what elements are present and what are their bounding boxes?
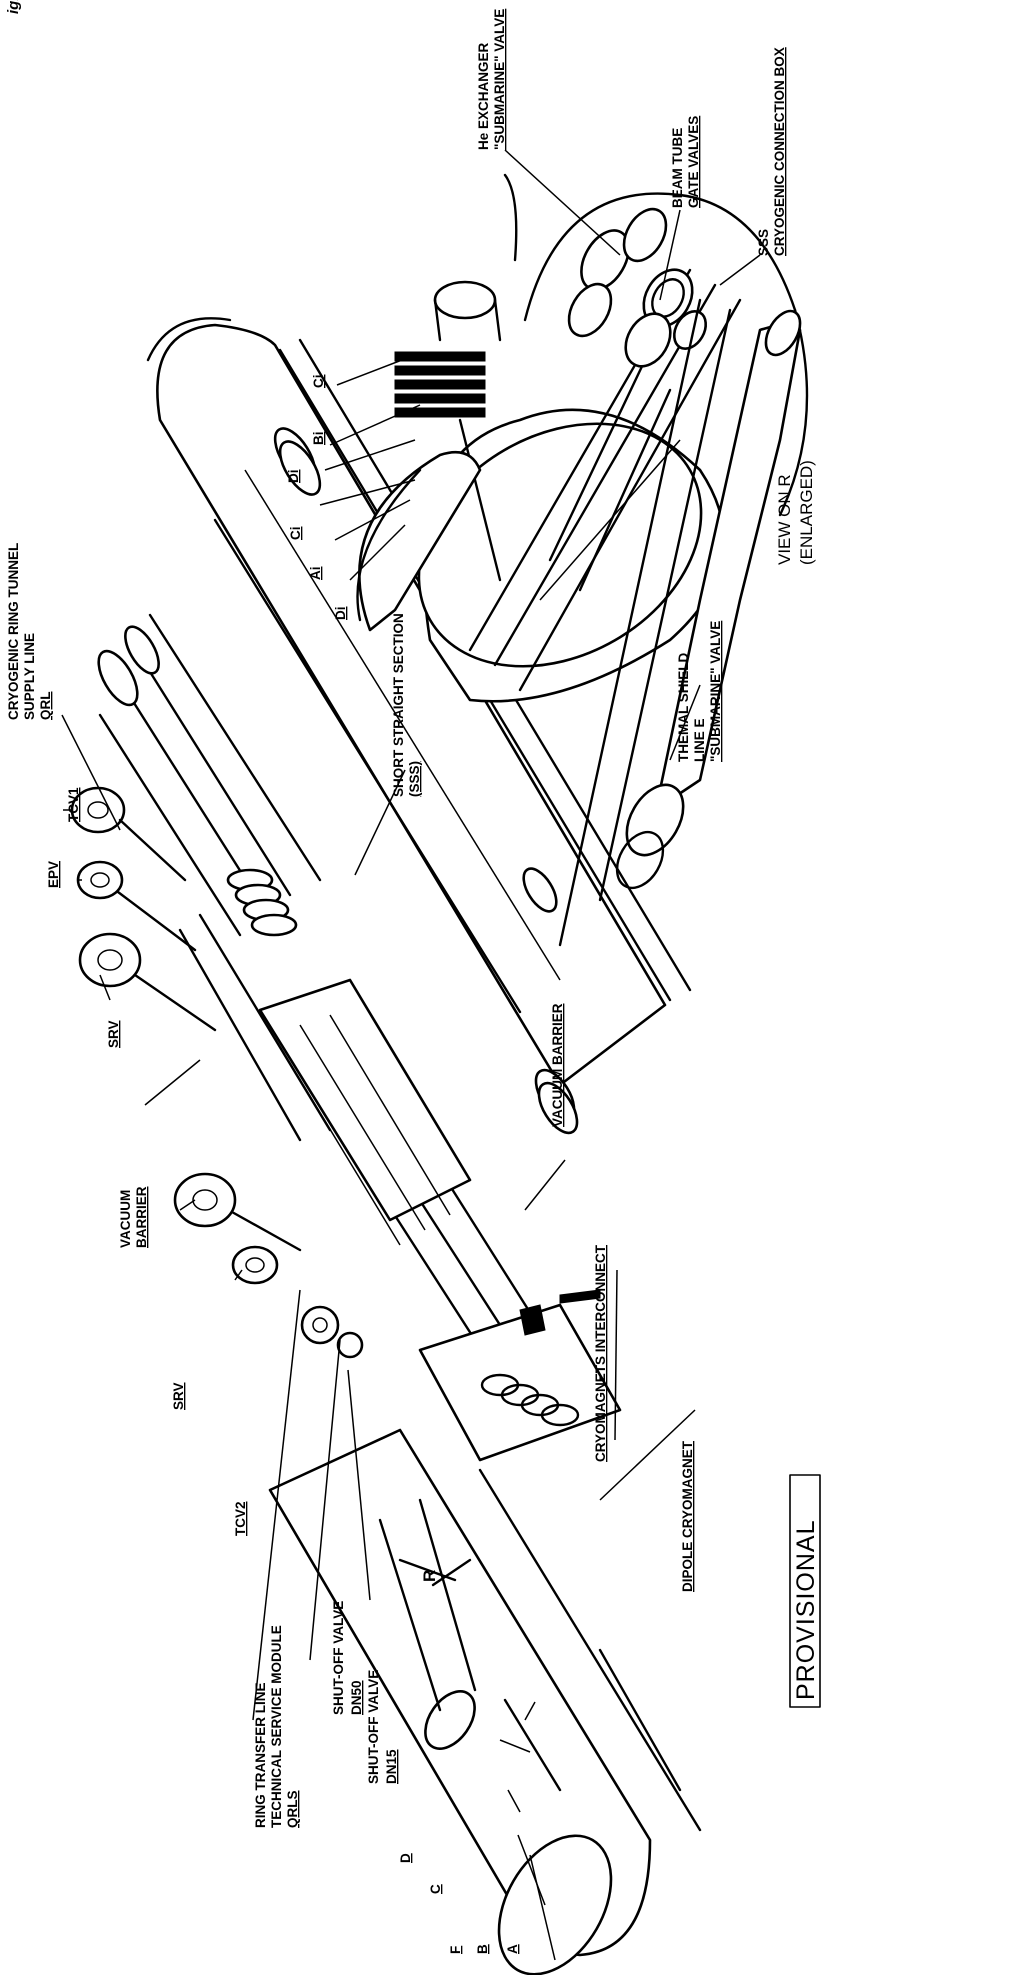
label-sss-line2: (SSS): [407, 761, 422, 797]
label-conn-line1: SSS: [756, 229, 771, 256]
label-b: B: [475, 1944, 490, 1954]
service-module: [70, 786, 472, 1359]
provisional-text: PROVISIONAL: [792, 1520, 820, 1701]
label-srv-upper: SRV: [106, 1020, 121, 1048]
label-gate-line1: BEAM TUBE: [670, 128, 685, 208]
label-ai: Ai: [308, 567, 323, 581]
bellows: [226, 868, 298, 937]
provisional-stamp: PROVISIONAL: [789, 1474, 821, 1708]
label-vb-left-line2: BARRIER: [134, 1186, 149, 1248]
label-conn-line2: CRYOGENIC CONNECTION BOX: [772, 47, 787, 256]
detail-leaders: [319, 149, 761, 761]
label-sss-line1: SHORT STRAIGHT SECTION: [391, 613, 406, 797]
label-interconnect: CRYOMAGNETS INTERCONNECT: [593, 1244, 608, 1462]
label-qrl-line3: QRL: [38, 692, 53, 721]
label-d: D: [398, 1853, 413, 1863]
r-view-arrow: [431, 1558, 472, 1587]
label-thermal-line2: LINE E: [692, 718, 707, 762]
main-labels: A B F C D SHUT-OFF VALVE DN15 SHUT-OFF V…: [6, 543, 695, 1954]
label-f: F: [448, 1946, 463, 1954]
label-vb-left-line1: VACUUM: [118, 1190, 133, 1248]
label-gate-line2: GATE VALVES: [686, 116, 701, 208]
qrl-pipes: [97, 613, 562, 1412]
figure-number-fragment: ig. 35: [5, 0, 22, 14]
label-dn50-line1: SHUT-OFF VALVE: [331, 1601, 346, 1715]
detail-caption-line2: (ENLARGED): [797, 460, 816, 565]
label-epv: EPV: [46, 861, 61, 888]
label-dn15-line1: SHUT-OFF VALVE: [366, 1670, 381, 1784]
label-qrls-line2: TECHNICAL SERVICE MODULE: [269, 1625, 284, 1828]
label-ci-upper: Ci: [311, 375, 326, 389]
detail-caption-line1: VIEW ON R: [775, 474, 794, 565]
label-di-upper: Di: [286, 470, 301, 484]
label-qrl-line1: CRYOGENIC RING TUNNEL: [6, 543, 21, 720]
label-he-line1: He EXCHANGER: [476, 42, 491, 150]
label-he-line2: "SUBMARINE" VALVE: [492, 9, 507, 150]
label-tcv2: TCV2: [233, 1501, 248, 1536]
label-di-lower: Di: [333, 607, 348, 621]
main-leaders: [61, 714, 696, 1961]
label-thermal-line3: "SUBMARINE" VALVE: [708, 621, 723, 762]
label-bi: Bi: [311, 432, 326, 446]
label-ci-lower: Ci: [288, 527, 303, 541]
label-vacuum-barrier: VACUUM BARRIER: [550, 1003, 565, 1127]
detail-labels: He EXCHANGER "SUBMARINE" VALVE BEAM TUBE…: [286, 9, 816, 762]
main-assembly: R A B F C: [6, 317, 702, 1975]
label-thermal-line1: THEMAL SHIELD: [676, 652, 691, 762]
r-view-letter: R: [420, 1570, 439, 1582]
detail-view: He EXCHANGER "SUBMARINE" VALVE BEAM TUBE…: [286, 9, 816, 947]
label-dipole: DIPOLE CRYOMAGNET: [680, 1440, 695, 1592]
label-tcv1: TCV1: [66, 787, 81, 822]
label-dn50-line2: DN50: [349, 1680, 364, 1715]
label-a: A: [505, 1944, 520, 1954]
label-qrls-line1: RING TRANSFER LINE: [253, 1682, 268, 1828]
detail-spring: [394, 351, 486, 418]
label-qrls-line3: QRLS: [285, 1790, 300, 1828]
label-c: C: [428, 1884, 443, 1894]
label-srv-lower: SRV: [171, 1382, 186, 1410]
label-qrl-line2: SUPPLY LINE: [22, 633, 37, 720]
interconnect-zone: [418, 1289, 622, 1462]
label-dn15-line2: DN15: [384, 1749, 399, 1784]
